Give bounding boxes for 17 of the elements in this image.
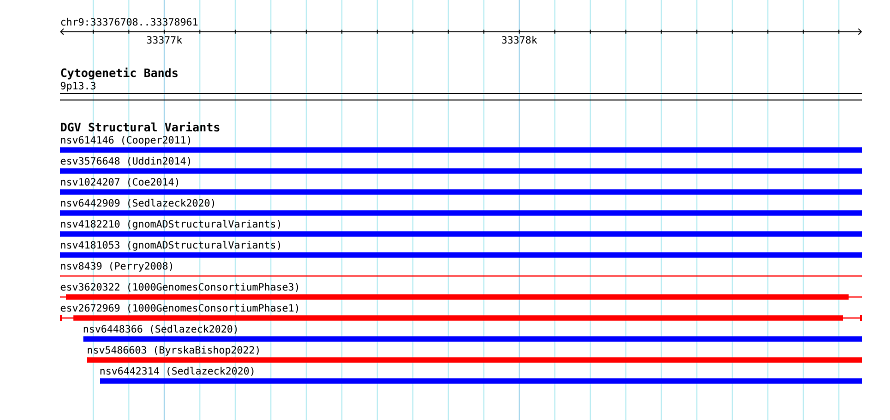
region-label: chr9:33376708..33378961 (61, 18, 198, 26)
band-label: 9p13.3 (60, 82, 96, 92)
variant-label: esv2672969 (1000GenomesConsortiumPhase1) (60, 304, 298, 313)
variant-label: esv3576648 (Uddin2014) (60, 156, 190, 166)
tick-label: 33377k (146, 36, 182, 44)
variant-label: nsv1024207 (Coe2014) (61, 178, 178, 187)
variant-label: nsv5486603 (ByrskaBishop2022) (88, 346, 259, 356)
variant-label: nsv614146 (Cooper2011) (61, 136, 190, 146)
tick-label: 33378k (502, 36, 538, 44)
variant-label: nsv4182210 (gnomADStructuralVariants) (61, 220, 280, 230)
variant-label: esv3620322 (1000GenomesConsortiumPhase3) (60, 282, 298, 292)
track-heading: DGV Structural Variants (60, 122, 220, 132)
variant-label: nsv6442909 (Sedlazeck2020) (61, 198, 214, 208)
variant-label: nsv8439 (Perry2008) (61, 262, 172, 272)
variant-label: nsv4181053 (gnomADStructuralVariants) (61, 240, 280, 251)
variant-label: nsv6448366 (Sedlazeck2020) (84, 324, 237, 334)
variant-label: nsv6442314 (Sedlazeck2020) (100, 366, 254, 376)
